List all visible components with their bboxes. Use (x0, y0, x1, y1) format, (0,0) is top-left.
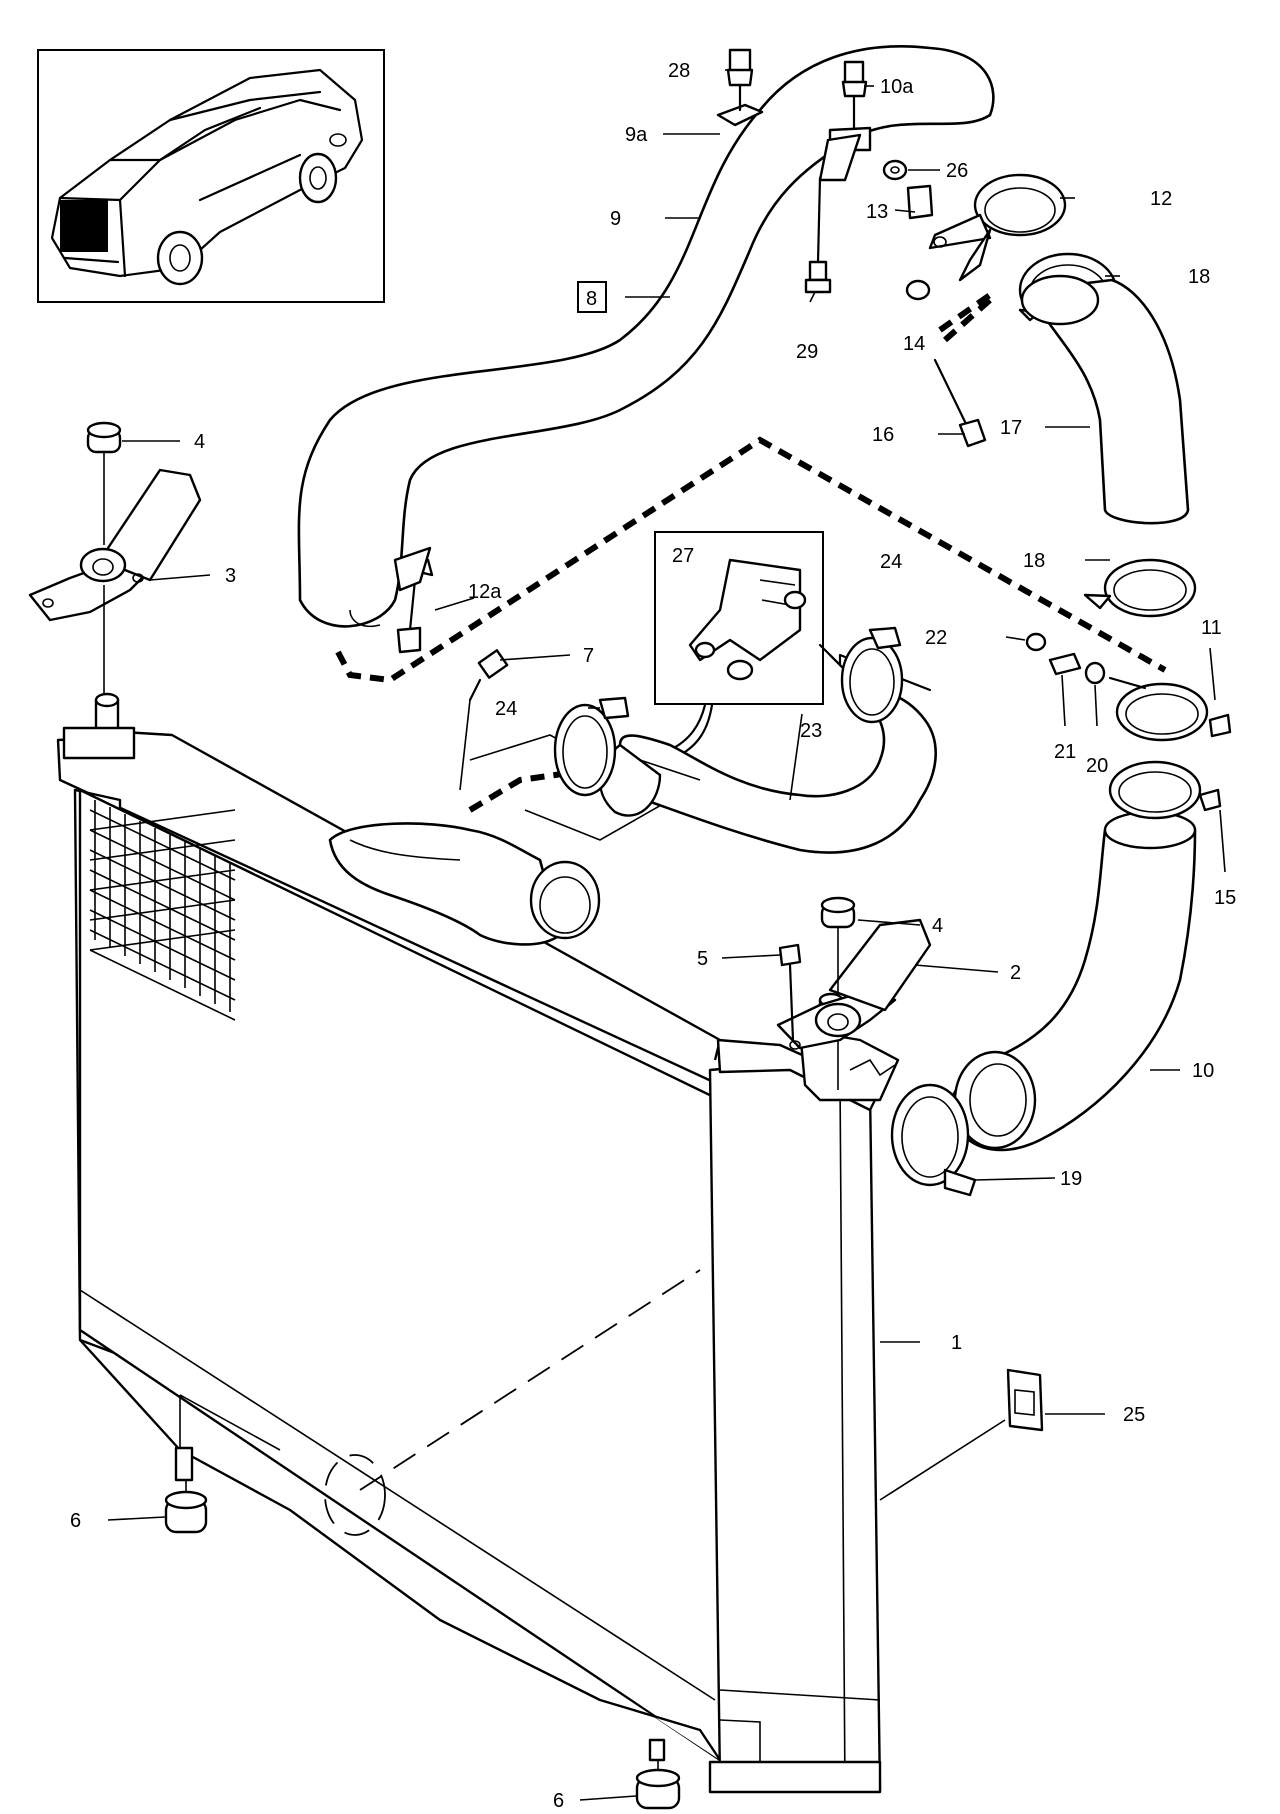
callout-10: 10 (1192, 1060, 1214, 1082)
washer-26 (882, 159, 908, 181)
callout-17: 17 (1000, 417, 1022, 439)
callout-6-left: 6 (70, 1510, 81, 1532)
intercooler-core (56, 692, 900, 1794)
pressure-sensor-icon (688, 558, 807, 681)
callout-2: 2 (1010, 962, 1021, 984)
callout-27: 27 (672, 545, 694, 567)
intake-duct (328, 822, 601, 946)
callout-21: 21 (1054, 741, 1076, 763)
callout-6-bottom: 6 (553, 1790, 564, 1812)
clamp-11 (1115, 682, 1232, 742)
bracket-12 (928, 173, 1067, 282)
callout-9: 9 (610, 208, 621, 230)
callout-9a: 9a (625, 124, 648, 146)
callout-19: 19 (1060, 1168, 1082, 1190)
bushing-13 (906, 184, 934, 220)
callout-15: 15 (1214, 887, 1236, 909)
callout-5: 5 (697, 948, 708, 970)
callout-14: 14 (903, 333, 925, 355)
callout-26: 26 (946, 160, 968, 182)
clamp-15 (1108, 760, 1222, 820)
vehicle-inset (37, 49, 385, 303)
callout-4-right: 4 (932, 915, 943, 937)
clamp-24-left (553, 696, 630, 797)
leader-lines (107, 69, 1226, 1801)
grommet-14 (905, 279, 931, 301)
callout-23: 23 (800, 720, 822, 742)
bolt-16 (933, 358, 987, 448)
callout-24-upper: 24 (880, 551, 902, 573)
callout-16: 16 (872, 424, 894, 446)
core-mesh (89, 800, 236, 1021)
bolt-29 (804, 176, 832, 294)
callout-11: 11 (1201, 617, 1222, 639)
callout-29: 29 (796, 341, 818, 363)
bracket-3 (28, 468, 202, 695)
bracket-9a (716, 103, 764, 127)
callout-3: 3 (225, 565, 236, 587)
sensor-27-box (654, 531, 824, 705)
clip-25 (879, 1368, 1044, 1501)
callout-8-box (577, 281, 607, 313)
car-icon (50, 68, 364, 286)
sensor-28 (726, 48, 754, 112)
charge-air-pipe-9 (297, 44, 995, 628)
washer-4-right (820, 896, 856, 995)
callout-12a: 12a (468, 581, 502, 603)
callout-18-bottom: 18 (1023, 550, 1045, 572)
callout-1: 1 (951, 1332, 962, 1354)
callout-13: 13 (866, 201, 888, 223)
callout-18-top: 18 (1188, 266, 1210, 288)
mount-6-bottom (635, 1760, 681, 1810)
pin-21 (1048, 652, 1082, 676)
spacer-20 (1084, 661, 1106, 685)
washer-4-left (86, 421, 122, 545)
callout-12: 12 (1150, 188, 1172, 210)
callout-28: 28 (668, 60, 690, 82)
callout-20: 20 (1086, 755, 1108, 777)
clamp-24-upper (840, 626, 904, 724)
callout-10a: 10a (880, 76, 914, 98)
callout-4-left: 4 (194, 431, 205, 453)
callout-22: 22 (925, 627, 947, 649)
clamp-19 (890, 1083, 977, 1197)
mount-6-lower-left (164, 1480, 208, 1534)
hose-10 (948, 810, 1197, 1152)
bracket-2 (776, 918, 932, 1090)
callout-24-left: 24 (495, 698, 517, 720)
callout-7: 7 (583, 645, 594, 667)
callout-8: 8 (586, 288, 597, 310)
hose-17 (1020, 274, 1190, 525)
clamp-18-bottom (1083, 558, 1197, 618)
bolt-5 (778, 943, 802, 1042)
sensor-7 (459, 649, 509, 791)
callout-25: 25 (1123, 1404, 1145, 1426)
nut-22 (1025, 632, 1047, 652)
callout-labels: 1 2 3 4 4 5 6 6 7 8 9 9a 10 10a 11 12 12… (70, 60, 1236, 1812)
